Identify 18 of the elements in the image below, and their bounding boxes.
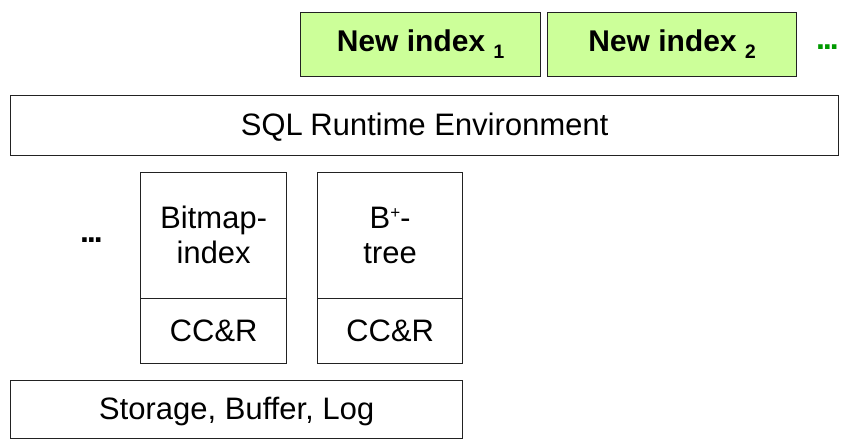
- component-box: [140, 298, 287, 364]
- component-label: SQL Runtime Environment: [240, 108, 608, 143]
- component-box: [140, 172, 287, 299]
- layer-box: [10, 380, 463, 439]
- component-box: [317, 172, 463, 299]
- component-box: [317, 298, 463, 364]
- component-label: New index $_{1}$: [336, 25, 504, 64]
- component-label: Storage, Buffer, Log: [98, 392, 374, 427]
- component-label: CC&R: [170, 314, 258, 348]
- component-box: [300, 12, 541, 77]
- component-box: [547, 12, 797, 77]
- ellipsis: ...: [80, 215, 101, 247]
- component-label: B$^{+}$-tree: [362, 201, 418, 270]
- ellipsis: ...: [816, 22, 837, 54]
- layer-box: [10, 95, 839, 156]
- component-label: New index $_{2}$: [588, 25, 756, 64]
- component-label: CC&R: [346, 314, 434, 348]
- component-label: Bitmap-index: [159, 201, 268, 270]
